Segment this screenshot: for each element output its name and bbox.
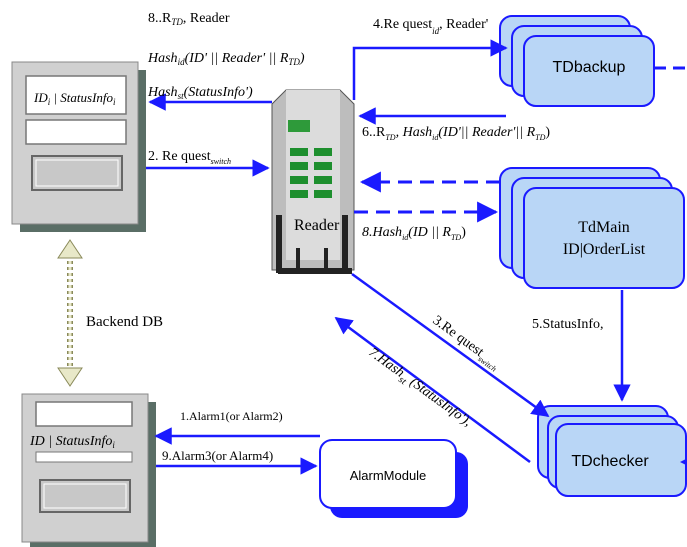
tdchecker-box [537,405,687,497]
terminal-bottom-label: ID | StatusInfoi [29,434,115,450]
alarm-module-label: AlarmModule [350,468,427,483]
backend-db-label: Backend DB [86,314,163,330]
msg8-mid: 8.Hashid(ID || RTD) [362,225,466,242]
tdbackup-box [499,15,655,107]
tdmain-label-line1: TdMain [578,219,630,236]
msg2: 2. Re questswitch [148,149,231,166]
tdbackup-label: TDbackup [553,59,626,76]
msg1: 1.Alarm1(or Alarm2) [180,409,283,423]
reader-label: Reader [294,217,340,234]
msg8-top-line3: Hashst(StatusInfo') [147,85,253,101]
msg7: 7.Hashst(StatusInfo'), [364,345,474,432]
tdchecker-label: TDchecker [571,453,649,470]
msg8-top-line2: Hashid(ID' || Reader' || RTD) [147,51,305,67]
arrow-step7 [334,316,531,464]
tdmain-label-line2: ID|OrderList [563,241,646,258]
terminal-bottom: ID | StatusInfoi [21,393,156,547]
terminal-top-label: IDi | StatusInfoi [33,90,116,107]
msg3: 3.Re questswitch [428,313,502,374]
tdmain-box [499,167,685,289]
msg8-top-line1: 8..RTD, Reader [148,11,230,27]
terminal-top: IDi | StatusInfoi [11,61,146,232]
backend-db-link [57,239,83,387]
reader-device [271,89,355,274]
arrow-checker-right-head [680,458,687,466]
alarm-module-box [319,439,468,518]
arrow-step3 [351,272,550,418]
msg6: 6..RTD, Hashid(ID'|| Reader'|| RTD) [362,125,550,142]
msg5: 5.StatusInfo, [532,317,604,332]
msg9: 9.Alarm3(or Alarm4) [162,448,273,463]
arrow-request-id [352,39,508,100]
msg4: 4.Re questid, Reader' [373,17,488,36]
